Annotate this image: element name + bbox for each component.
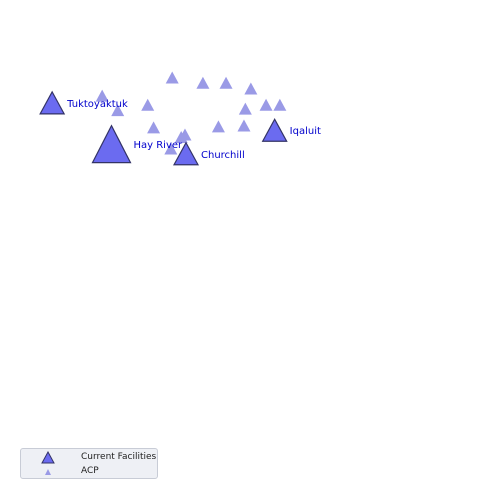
facility-triangle-icon (41, 451, 55, 464)
facility-marker (172, 141, 200, 166)
acp-site-marker (244, 82, 258, 95)
acp-site-marker (219, 76, 233, 89)
facility-marker (91, 124, 132, 164)
acp-site-marker (196, 76, 210, 89)
legend-item-current-facilities: Current Facilities (21, 451, 157, 465)
acp-site-marker (147, 121, 161, 134)
map-legend: Current Facilities ACP (20, 448, 158, 479)
acp-triangle-icon (45, 469, 51, 475)
acp-site-marker (259, 98, 273, 111)
acp-site-marker (141, 98, 155, 111)
acp-site-marker (174, 130, 188, 143)
acp-site-marker (164, 142, 178, 155)
acp-sites-layer (95, 71, 287, 155)
facility-label: Iqaluit (290, 126, 321, 137)
acp-site-marker (211, 120, 225, 133)
facility-marker (261, 117, 288, 142)
legend-item-acp: ACP (21, 465, 157, 479)
acp-site-marker (273, 98, 287, 111)
acp-site-marker (95, 89, 109, 102)
facility-label: Tuktoyaktuk (66, 99, 128, 110)
acp-site-marker (238, 102, 252, 115)
acp-site-marker (111, 104, 125, 117)
acp-site-marker (165, 71, 179, 84)
legend-label-acp: ACP (81, 466, 99, 476)
acp-site-marker (237, 119, 251, 132)
legend-label-current-facilities: Current Facilities (81, 452, 157, 462)
facility-marker (39, 90, 66, 115)
facility-label: Churchill (201, 150, 245, 161)
facility-label: Hay River (133, 140, 183, 151)
